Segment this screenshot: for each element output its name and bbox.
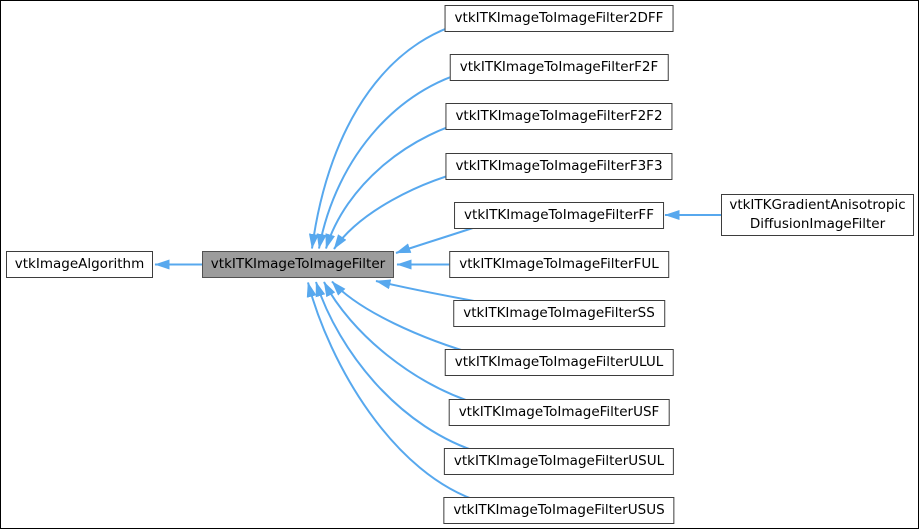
node-vtkITKImageToImageFilterF2F[interactable]: vtkITKImageToImageFilterF2F bbox=[449, 54, 669, 81]
node-vtkITKImageToImageFilterFUL[interactable]: vtkITKImageToImageFilterFUL bbox=[449, 251, 669, 278]
node-vtkITKImageToImageFilterF3F3[interactable]: vtkITKImageToImageFilterF3F3 bbox=[445, 153, 673, 180]
node-vtkITKImageToImageFilterSS[interactable]: vtkITKImageToImageFilterSS bbox=[453, 300, 665, 327]
node-vtkITKImageToImageFilterFF[interactable]: vtkITKImageToImageFilterFF bbox=[454, 202, 664, 229]
node-label-line-1: vtkITKGradientAnisotropic bbox=[729, 197, 906, 213]
node-vtkImageAlgorithm[interactable]: vtkImageAlgorithm bbox=[6, 251, 153, 278]
edge-usul-to-current bbox=[315, 281, 482, 454]
node-vtkITKImageToImageFilterULUL[interactable]: vtkITKImageToImageFilterULUL bbox=[444, 349, 674, 376]
node-vtkITKImageToImageFilter: vtkITKImageToImageFilter bbox=[202, 251, 394, 278]
node-vtkITKImageToImageFilterUSF[interactable]: vtkITKImageToImageFilterUSF bbox=[448, 399, 670, 426]
edge-usf-to-current bbox=[323, 281, 482, 406]
node-label-line-2: DiffusionImageFilter bbox=[749, 216, 886, 232]
node-vtkITKImageToImageFilterUSUS[interactable]: vtkITKImageToImageFilterUSUS bbox=[443, 497, 675, 524]
edge-usus-to-current bbox=[306, 282, 482, 503]
node-vtkITKImageToImageFilterF2F2[interactable]: vtkITKImageToImageFilterF2F2 bbox=[445, 103, 673, 130]
node-vtkITKGradientAnisotropicDiffusionImageFilter[interactable]: vtkITKGradientAnisotropic DiffusionImage… bbox=[721, 194, 914, 236]
node-vtkITKImageToImageFilter2DFF[interactable]: vtkITKImageToImageFilter2DFF bbox=[444, 5, 674, 32]
node-vtkITKImageToImageFilterUSUL[interactable]: vtkITKImageToImageFilterUSUL bbox=[443, 448, 675, 475]
